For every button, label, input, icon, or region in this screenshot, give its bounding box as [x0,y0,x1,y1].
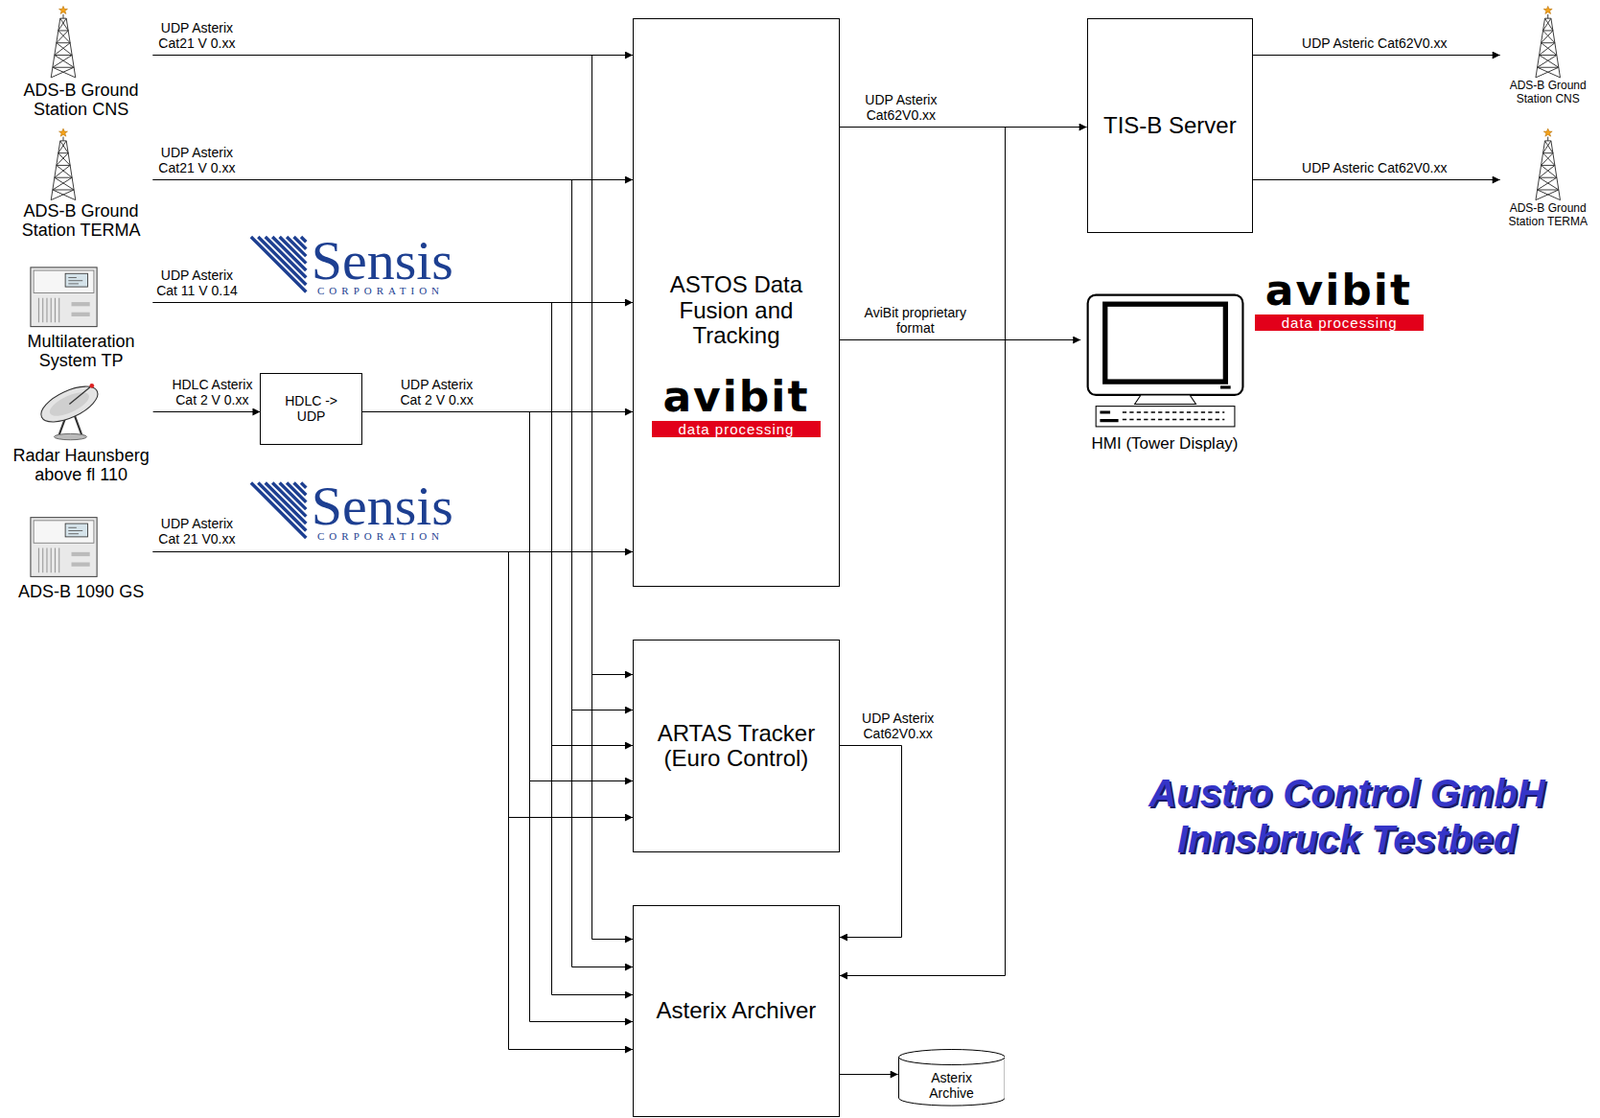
antenna-station: ADS-B Ground Station CNS [9,8,154,120]
diagram-title: Austro Control GmbH Innsbruck Testbed [1116,769,1577,862]
fusion-box: ASTOS Data Fusion and Tracking avibit data… [632,18,840,587]
monitor-stand [1135,394,1197,405]
radar-feed-tip [89,383,94,389]
logo-text: avibit [662,375,810,418]
connector [839,339,1081,341]
archiver-box: Asterix Archiver [632,904,840,1117]
edge-label: HDLC Asterix Cat 2 V 0.xx [165,376,258,408]
edge-label: UDP Asterix Cat 2 V 0.xx [391,376,484,408]
radar-icon [36,378,104,440]
edge-label: UDP Asteric Cat62V0.xx [1301,160,1447,176]
edge-label: UDP Asteric Cat62V0.xx [1301,35,1447,51]
radar-feed [69,385,92,404]
server-icon [30,267,97,327]
antenna-icon [1535,128,1561,201]
antenna-station: ADS-B Ground Station TERMA [9,130,154,240]
edge-label: AviBit proprietary format [855,304,975,336]
cylinder-top [898,1049,1005,1066]
edge-label: UDP Asterix Cat62V0.xx [855,92,948,123]
antenna-station: ADS-B Ground Station CNS [1500,8,1597,107]
connector [1252,54,1501,56]
converter-box: HDLC -> UDP [259,372,362,446]
node-label: Asterix Archiver [656,997,817,1023]
node-label: Radar Haunsberg above fl 110 [9,446,154,486]
keyboard-keys [1122,412,1225,419]
connector [1252,179,1501,181]
connector [839,745,903,938]
connector [153,411,261,413]
connector [153,552,633,1050]
logo-text: avibit [1265,269,1413,312]
connector [839,127,1006,976]
antenna-station: ADS-B Ground Station TERMA [1500,130,1597,229]
server-icon [30,517,97,578]
logo-text: Sensis [311,232,454,289]
connector [839,1073,899,1075]
edge-label: UDP Asterix Cat62V0.xx [852,710,945,742]
logo-text: data processing [651,420,821,438]
connector [153,55,633,940]
server-box: TIS-B Server [1087,18,1253,233]
radar-base [53,433,87,440]
monitor-screen [1105,303,1227,382]
logo-text: Sensis [311,478,454,534]
multilateration-server: Multilateration System TP [9,263,154,372]
node-label: HDLC -> UDP [278,393,346,424]
radar-station: Radar Haunsberg above fl 110 [9,379,154,486]
node-label: HMI (Tower Display) [1091,434,1239,454]
monitor-case [1088,295,1244,395]
connector [153,180,633,711]
node-label: ADS-B Ground Station TERMA [1500,202,1597,230]
logo-subtext: CORPORATION [317,530,444,542]
logo-subtext: data processing [1254,314,1424,331]
ground-station-server: ADS-B 1090 GS [9,512,154,602]
node-label: Asterix Archive [918,1069,986,1101]
node-label: ARTAS Tracker (Euro Control) [649,720,823,772]
node-label: ADS-B Ground Station CNS [9,81,154,120]
monitor-icon [1088,295,1244,427]
edge-label: UDP Asterix Cat 21 V0.xx [150,515,243,547]
tower-display: HMI (Tower Display) [1080,291,1250,454]
antenna-icon [50,128,76,201]
keyboard [1095,406,1235,427]
keyboard-keys [1099,412,1118,421]
logo-subtext: CORPORATION [317,284,444,297]
edge-label: UDP Asterix Cat21 V 0.xx [150,144,243,176]
sensis-logo-mark [251,236,306,292]
monitor-button [1220,385,1231,389]
antenna-icon [1535,5,1561,78]
sensis-logo-mark [251,482,306,537]
connector [153,552,633,818]
tracker-box: ARTAS Tracker (Euro Control) [632,639,840,852]
antenna-icon [50,5,76,78]
connector [153,302,633,996]
edge-label: UDP Asterix Cat21 V 0.xx [150,20,243,51]
node-label: Multilateration System TP [9,332,154,372]
node-label: TIS-B Server [1103,113,1237,139]
archive-cylinder: Asterix Archive [898,1048,1006,1107]
node-label: ADS-B Ground Station TERMA [9,202,154,241]
node-label: ADS-B 1090 GS [9,582,154,603]
edge-label: UDP Asterix Cat 11 V 0.14 [150,267,243,299]
node-label: ADS-B Ground Station CNS [1500,79,1597,107]
radar-dish [36,378,104,429]
node-label: ASTOS Data Fusion and Tracking [659,272,813,348]
